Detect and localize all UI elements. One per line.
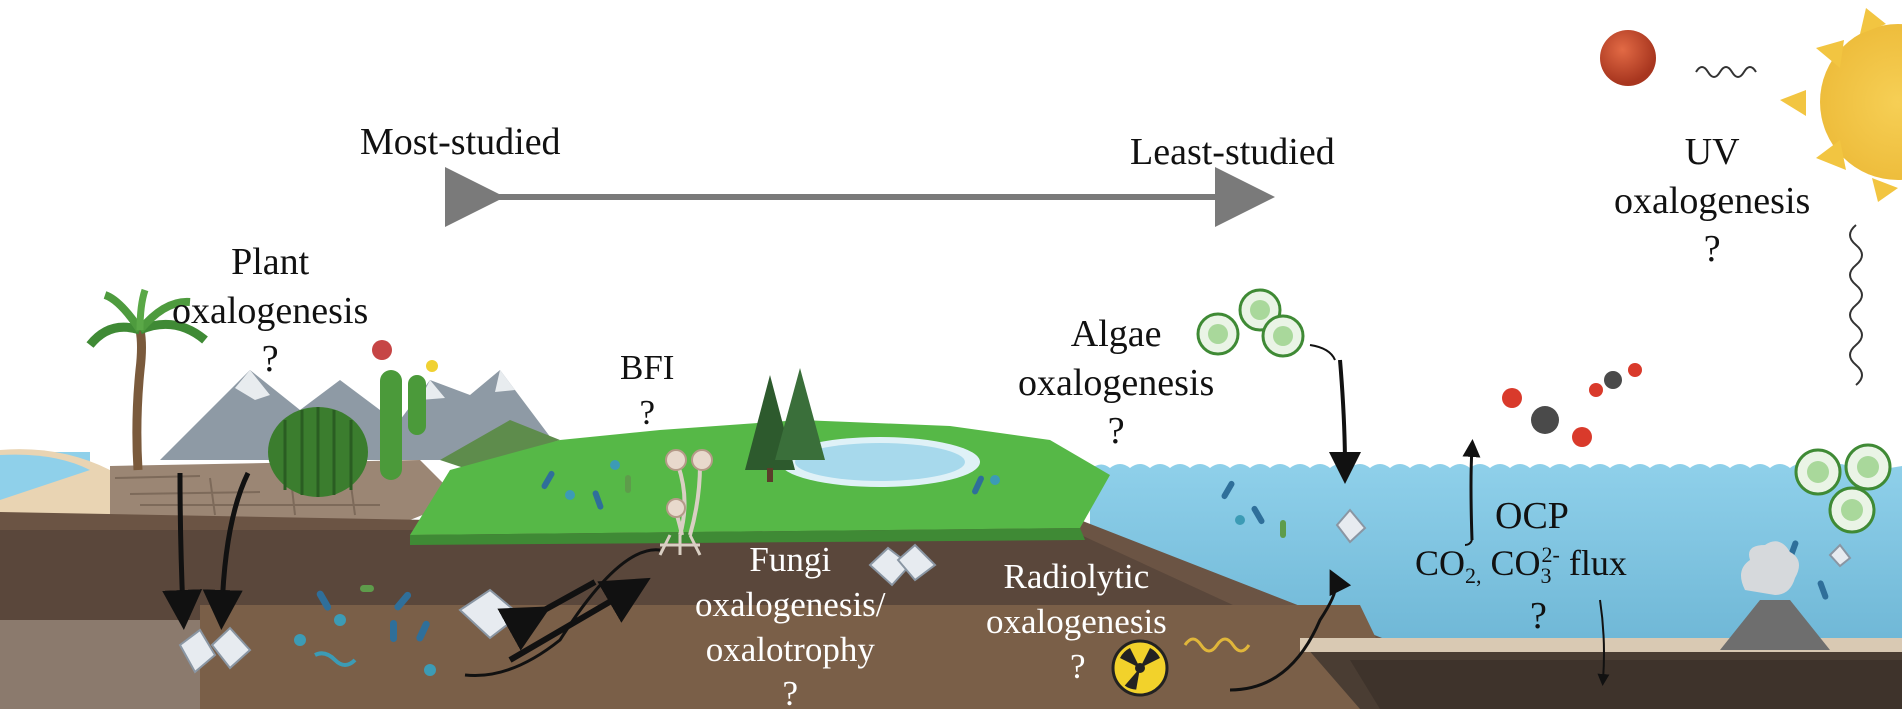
co3-charge: 2- xyxy=(1541,542,1560,567)
radiation-icon xyxy=(1111,639,1169,697)
plant-question: ? xyxy=(261,338,279,381)
radiolytic-line2: oxalogenesis xyxy=(986,601,1167,641)
co2-subscript: 2, xyxy=(1465,563,1482,589)
radiolytic-line1: Radiolytic xyxy=(1003,557,1150,596)
fungus-icon xyxy=(658,449,713,556)
most-studied-text: Most-studied xyxy=(360,121,561,163)
fungi-line2: oxalogenesis/ xyxy=(695,584,886,624)
mars-icon xyxy=(1600,30,1656,86)
ocean xyxy=(1090,464,1902,645)
co3-text: CO xyxy=(1481,543,1541,583)
fungi-line3: oxalotrophy xyxy=(705,629,875,669)
bfi-question: ? xyxy=(639,392,655,432)
uv-wave-icon xyxy=(1183,66,1863,653)
uv-line1: UV xyxy=(1684,131,1740,173)
algae-question: ? xyxy=(1107,410,1125,453)
sun-icon xyxy=(1780,8,1902,202)
algae-line1: Algae xyxy=(1070,313,1162,355)
algae-oxalogenesis-label: Algae oxalogenesis ? xyxy=(1018,310,1214,456)
fungi-oxalogenesis-label: Fungi oxalogenesis/ oxalotrophy ? xyxy=(695,538,886,717)
flux-arrows xyxy=(162,344,1610,692)
fungi-question: ? xyxy=(782,674,799,714)
ocp-label: OCP xyxy=(1495,492,1569,541)
algae-line2: oxalogenesis xyxy=(1018,361,1215,404)
uv-oxalogenesis-label: UV oxalogenesis ? xyxy=(1614,128,1810,274)
fungi-line1: Fungi xyxy=(749,540,832,579)
ocp-question: ? xyxy=(1530,595,1547,637)
radiolytic-question: ? xyxy=(1070,646,1086,686)
plant-line1: Plant xyxy=(231,241,310,283)
plant-oxalogenesis-label: Plant oxalogenesis ? xyxy=(172,238,368,384)
uv-question: ? xyxy=(1703,228,1721,271)
bfi-label: BFI ? xyxy=(620,346,674,436)
most-studied-label: Most-studied xyxy=(360,118,561,167)
volcano-icon xyxy=(1720,541,1830,650)
uv-line2: oxalogenesis xyxy=(1614,179,1811,222)
bfi-line1: BFI xyxy=(620,348,675,387)
plant-line2: oxalogenesis xyxy=(172,289,369,332)
ocp-question-label: ? xyxy=(1530,592,1547,641)
cactus-icon xyxy=(268,340,438,497)
radiolytic-oxalogenesis-label: Radiolytic oxalogenesis ? xyxy=(986,555,1167,689)
co2-text: CO xyxy=(1415,543,1466,583)
co2-molecule-icon xyxy=(1502,363,1642,447)
grassland xyxy=(410,420,1110,545)
ocp-flux-label: CO2, CO32- flux xyxy=(1415,542,1627,589)
least-studied-label: Least-studied xyxy=(1130,128,1335,177)
left-shore xyxy=(0,449,110,520)
least-studied-text: Least-studied xyxy=(1130,131,1335,173)
bacteria-icon xyxy=(294,460,1829,676)
palm-tree-icon xyxy=(86,288,208,471)
flux-text: flux xyxy=(1559,543,1627,583)
soil xyxy=(0,460,1902,709)
ocp-line1: OCP xyxy=(1495,495,1569,537)
fir-tree-icon xyxy=(745,368,825,482)
co3-subscript: 3 xyxy=(1540,563,1552,589)
algae-cell-icon xyxy=(1196,288,1892,534)
